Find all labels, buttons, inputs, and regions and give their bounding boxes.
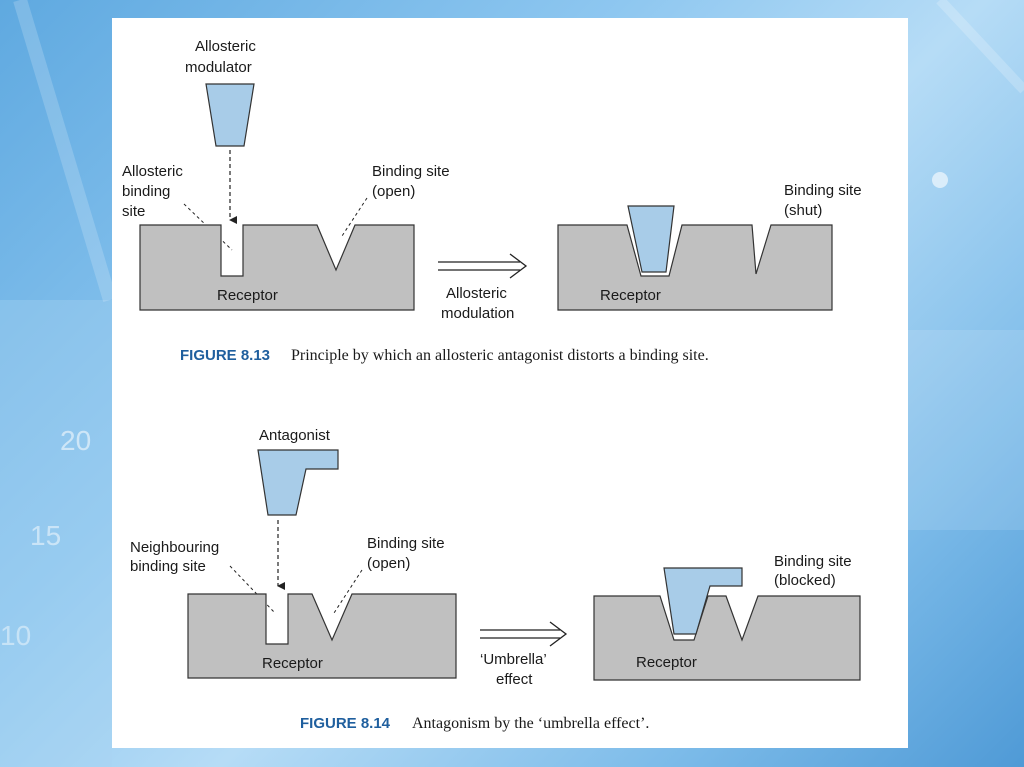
neighbouring-site-leader <box>229 565 275 613</box>
allosteric-modulator-shape <box>205 83 255 147</box>
allosteric-modulator-bound <box>627 205 675 273</box>
svg-text:15: 15 <box>30 520 61 551</box>
receptor-right-2 <box>593 595 861 681</box>
figure-8-13: Allosteric modulator Allosteric binding … <box>122 38 866 364</box>
umbrella-arrow-label: ‘Umbrella’ effect <box>480 651 550 688</box>
antagonist-label: Antagonist <box>259 427 331 444</box>
binding-site-shut-label: Binding site (shut) <box>784 182 866 219</box>
receptor-left-label: Receptor <box>217 287 278 304</box>
slide-panel: Allosteric modulator Allosteric binding … <box>112 18 908 748</box>
caption-text-2: Antagonism by the ‘umbrella effect’. <box>412 715 649 732</box>
allosteric-site-leader <box>183 203 233 251</box>
allosteric-site-label: Allosteric binding site <box>122 163 187 220</box>
antagonist-shape <box>257 449 339 516</box>
figure-8-14-caption: FIGURE 8.14 Antagonism by the ‘umbrella … <box>300 715 649 732</box>
modulation-arrow <box>438 253 528 279</box>
diagram-canvas: Allosteric modulator Allosteric binding … <box>122 38 866 732</box>
svg-text:10: 10 <box>0 620 31 651</box>
caption-text: Principle by which an allosteric antagon… <box>291 347 709 364</box>
caption-number: FIGURE 8.13 <box>180 347 270 364</box>
receptor-right-label-2: Receptor <box>636 654 697 671</box>
figure-8-14: Antagonist Neighbouring binding site Bin… <box>130 427 861 732</box>
receptor-right <box>557 224 833 311</box>
figure-8-13-caption: FIGURE 8.13 Principle by which an allost… <box>180 347 709 364</box>
receptor-left <box>139 224 415 311</box>
receptor-right-label: Receptor <box>600 287 661 304</box>
caption-number-2: FIGURE 8.14 <box>300 715 391 732</box>
binding-site-open-leader <box>341 197 368 237</box>
modulation-arrow-label: Allosteric modulation <box>441 285 514 322</box>
binding-site-blocked-label: Binding site (blocked) <box>774 553 856 589</box>
binding-site-open-label-2: Binding site (open) <box>367 535 449 572</box>
umbrella-arrow <box>480 621 568 647</box>
modulator-label: Allosteric modulator <box>185 38 260 76</box>
receptor-left-2 <box>187 593 457 679</box>
antagonist-bound <box>663 567 743 635</box>
neighbouring-site-label: Neighbouring binding site <box>130 539 223 575</box>
binding-site-open-label: Binding site (open) <box>372 163 454 200</box>
receptor-left-label-2: Receptor <box>262 655 323 672</box>
binding-site-open-leader-2 <box>333 569 363 614</box>
svg-text:20: 20 <box>60 425 91 456</box>
